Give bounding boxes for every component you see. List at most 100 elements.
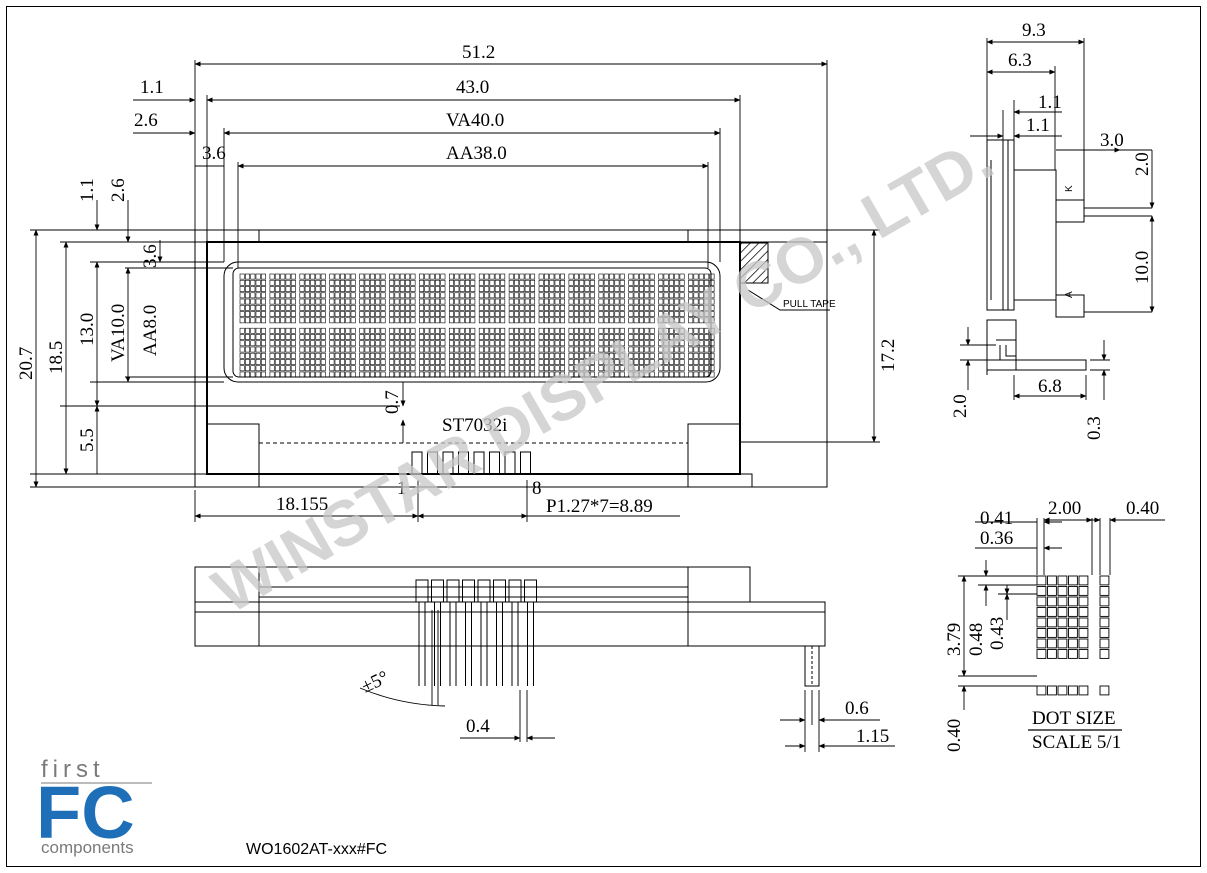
char-cell — [508, 273, 536, 324]
logo-components-text: components — [41, 838, 134, 857]
char-cell — [359, 273, 386, 324]
char-cell — [478, 327, 506, 378]
label-k: K — [1064, 185, 1075, 192]
cursor-dot — [1078, 685, 1089, 696]
dim-dot-048: 0.48 — [966, 623, 987, 656]
dim-top-2: 2.6 — [108, 178, 129, 202]
char-cell — [688, 273, 715, 324]
dot — [1057, 596, 1068, 607]
char-cell — [508, 327, 536, 378]
adjacent-dot — [1099, 575, 1110, 586]
dot — [1047, 649, 1057, 659]
char-cell — [448, 327, 476, 378]
adjacent-cursor-dot — [1099, 685, 1110, 696]
pin-first-label: 1 — [397, 478, 407, 499]
adjacent-dot — [1099, 628, 1110, 638]
side-labels: 9.3 6.3 1.1 1.1 3.0 2.0 10.0 K A 2.0 6.8… — [950, 20, 1153, 440]
dot — [1047, 596, 1057, 607]
dot-scale-title: SCALE 5/1 — [1032, 732, 1121, 753]
pin-head — [462, 579, 475, 603]
dot — [1047, 575, 1057, 586]
dim-side-20a: 2.0 — [1132, 152, 1153, 176]
dot — [1078, 638, 1089, 649]
adjacent-dot — [1099, 638, 1110, 649]
dot — [1057, 617, 1068, 628]
char-cell — [538, 273, 565, 324]
char-cell — [568, 273, 595, 324]
pin-head — [477, 579, 491, 603]
dot — [1068, 638, 1078, 649]
dim-height-2: 18.5 — [46, 341, 67, 374]
dot-dimensions — [958, 517, 1165, 731]
dim-dot-040b: 0.40 — [944, 719, 965, 752]
front-dimensions — [30, 60, 880, 522]
adjacent-dot — [1099, 607, 1110, 617]
dot — [1036, 607, 1047, 617]
module-outline — [194, 229, 828, 488]
dim-dot-041: 0.41 — [980, 508, 1013, 529]
logo-fc-text: FC — [36, 771, 135, 854]
dim-pin-offset: 18.155 — [276, 494, 328, 515]
dim-side-11b: 1.1 — [1026, 115, 1050, 136]
label-a: A — [1064, 291, 1075, 298]
dot-size-title: DOT SIZE — [1032, 708, 1116, 729]
char-cell — [538, 327, 565, 378]
adjacent-dot — [1099, 617, 1110, 628]
char-cell — [389, 273, 416, 324]
char-cell — [628, 273, 655, 324]
dim-angle: ±5° — [358, 667, 392, 698]
dot — [1078, 575, 1089, 586]
dot — [1068, 617, 1078, 628]
dim-dot-379: 3.79 — [944, 623, 965, 656]
char-cell — [239, 327, 266, 378]
character-grid — [239, 273, 715, 378]
pull-tape-label: PULL TAPE — [783, 299, 836, 310]
dot — [1047, 628, 1057, 638]
char-cell — [359, 327, 386, 378]
view-area — [223, 261, 721, 383]
char-cell — [419, 273, 446, 324]
dot — [1057, 638, 1068, 649]
dim-pin-offset-115: 1.15 — [856, 726, 889, 747]
dim-side-93: 9.3 — [1022, 20, 1046, 41]
dot — [1078, 617, 1089, 628]
pin — [458, 451, 469, 475]
cursor-dot — [1047, 685, 1057, 696]
pin — [473, 451, 485, 475]
dot — [1068, 607, 1078, 617]
dim-dot-036: 0.36 — [980, 528, 1013, 549]
dim-left-2: 2.6 — [134, 110, 158, 131]
dot — [1036, 596, 1047, 607]
dim-pcb-width: 43.0 — [456, 77, 489, 98]
dim-pin-thick: 0.6 — [845, 698, 869, 719]
dot — [1068, 596, 1078, 607]
char-cell — [658, 273, 685, 324]
dim-side-63: 6.3 — [1008, 50, 1032, 71]
bottom-pins — [415, 579, 537, 686]
dot — [1078, 586, 1089, 596]
dot — [1078, 649, 1089, 659]
dim-top-1: 1.1 — [77, 178, 98, 202]
char-cell — [329, 327, 356, 378]
dim-bottom-gap: 5.5 — [77, 428, 98, 452]
char-cell — [598, 327, 625, 378]
dot-labels: 0.41 0.36 2.00 0.40 3.79 0.48 0.43 0.40 … — [944, 498, 1159, 753]
model-number: WO1602AT-xxx#FC — [246, 841, 387, 858]
controller-label: ST7032i — [442, 415, 507, 436]
dot — [1078, 628, 1089, 638]
dot — [1036, 649, 1047, 659]
brand-logo: first FC components — [36, 756, 152, 857]
dot — [1036, 628, 1047, 638]
dot — [1047, 617, 1057, 628]
dim-dot-043: 0.43 — [987, 617, 1008, 650]
char-cell — [299, 273, 326, 324]
dot — [1036, 575, 1047, 586]
char-cell — [598, 273, 625, 324]
adjacent-dot — [1099, 649, 1110, 659]
dim-active-width: AA38.0 — [446, 143, 507, 164]
dot — [1068, 586, 1078, 596]
dim-side-100: 10.0 — [1132, 251, 1153, 284]
dim-side-03: 0.3 — [1084, 416, 1105, 440]
dot-detail-grid — [1036, 575, 1110, 696]
